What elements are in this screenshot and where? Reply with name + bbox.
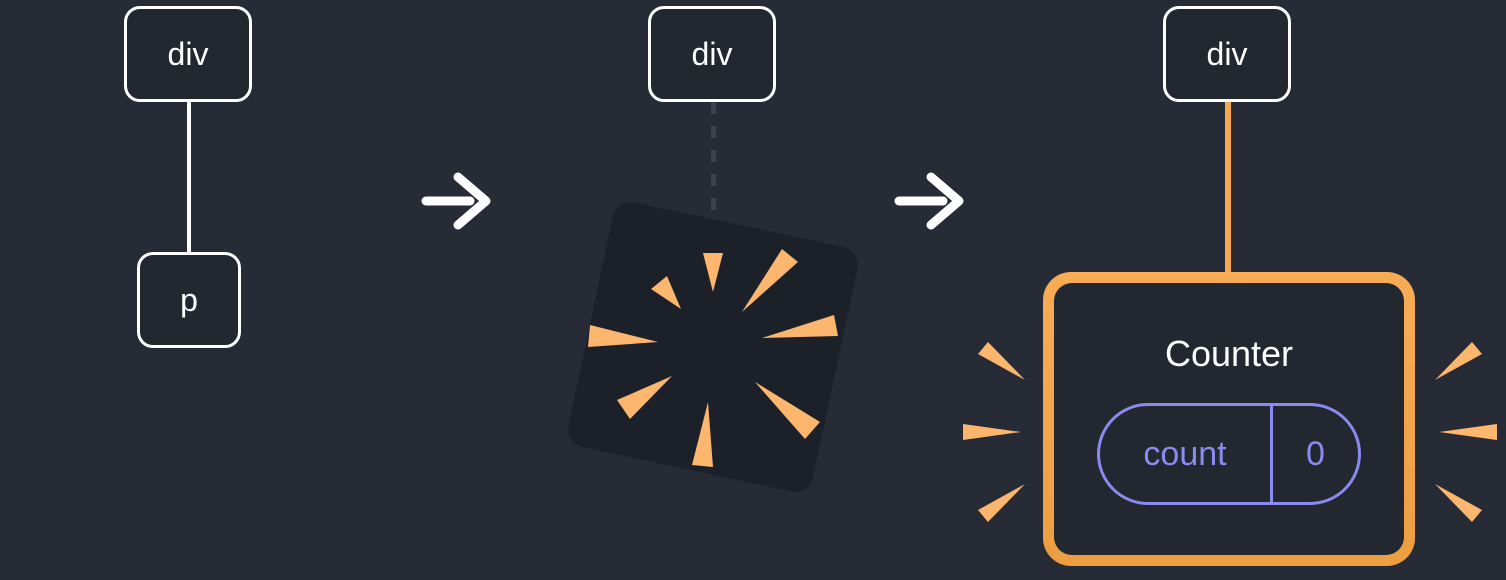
state-divider	[1270, 406, 1273, 502]
tree-connector	[187, 102, 191, 256]
arrow-right-icon	[894, 172, 964, 230]
dom-node-label: p	[180, 281, 198, 318]
emphasis-sparks-icon	[1435, 342, 1497, 522]
counter-component-box: Counter count 0	[1043, 272, 1415, 566]
dom-node-label: div	[167, 35, 209, 72]
tree-connector-active	[1225, 102, 1231, 278]
component-title: Counter	[1164, 333, 1294, 374]
explosion-burst-icon	[588, 249, 838, 467]
state-value: 0	[1306, 434, 1325, 473]
state-pill: count 0	[1097, 403, 1361, 505]
dom-node-label: div	[691, 35, 733, 72]
dom-node-div: div	[648, 6, 776, 102]
dom-node-div: div	[1163, 6, 1291, 102]
emphasis-sparks-icon	[963, 342, 1025, 522]
arrow-right-icon	[421, 172, 491, 230]
state-name: count	[1143, 434, 1227, 473]
dom-node-label: div	[1206, 35, 1248, 72]
tree-connector-dashed	[711, 102, 716, 220]
dom-node-p: p	[137, 252, 241, 348]
counter-component-body: Counter count 0	[1054, 283, 1404, 555]
dom-node-div: div	[124, 6, 252, 102]
